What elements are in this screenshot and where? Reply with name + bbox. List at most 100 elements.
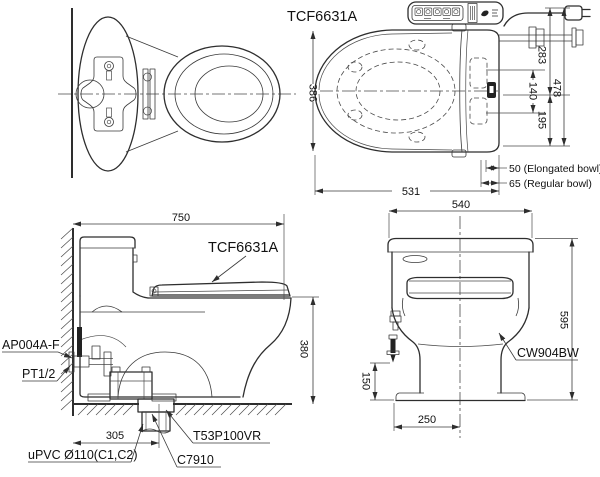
bumper-3 (347, 61, 363, 73)
bowl-model-label: CW904BW (517, 346, 579, 360)
flange-plate-left (87, 393, 111, 402)
bracket-bolt-bottom (104, 107, 114, 127)
dim-540-group: 540 (388, 199, 533, 238)
flange-plate-right (151, 393, 177, 402)
floor-hatching (77, 403, 287, 416)
tank-to-bowl-lines (125, 35, 179, 153)
bracket-center-hole (75, 79, 105, 109)
dim-531-group: 531 (314, 155, 500, 198)
control-panel (407, 1, 504, 25)
tank-fixing-bracket (80, 56, 137, 132)
bumper-1 (408, 39, 426, 51)
bolt-shaft (390, 339, 396, 353)
hidden-nozzle-unit (469, 57, 488, 89)
dim-250-group: 250 (393, 403, 460, 431)
power-cord (503, 5, 591, 27)
drain-socket-label: T53P100VR (193, 429, 261, 443)
lid-edge-top (318, 32, 453, 91)
seat-side-right (515, 297, 520, 317)
seat-ring-plan (174, 53, 274, 135)
water-supply-hose (499, 26, 584, 49)
foot-right (497, 392, 526, 400)
wall-hatching (60, 227, 74, 411)
seat-lid-front (406, 276, 514, 300)
text-lines-icon (492, 9, 498, 17)
supply-valve-assembly (68, 327, 113, 377)
dim-hole-pitch: 140 (527, 82, 539, 100)
dim-height-595: 595 (558, 311, 570, 329)
dim-rim-height-380: 380 (298, 340, 310, 358)
washlet-model-title: TCF6631A (287, 9, 357, 25)
seat-hinge-plan (142, 68, 156, 120)
seat-hinge-side (149, 286, 159, 297)
dim-depth-750: 750 (172, 212, 190, 224)
shutoff-valve (528, 26, 537, 49)
front-view: 540 (360, 199, 579, 438)
side-installation-view: 750 380 305 TCF6631A AP004A-F PT1/2 uPVC… (2, 212, 319, 468)
tank-lid-plan (77, 16, 139, 172)
bolt-washer (386, 350, 400, 355)
note-elongated-bowl: 50 (Elongated bowl) (509, 163, 600, 175)
supply-connector (571, 27, 577, 48)
dim-150-group: 150 (360, 362, 394, 401)
panel-display-icon (467, 3, 478, 23)
inlet-fitting-front (389, 310, 402, 331)
supply-thread-label: PT1/2 (22, 367, 55, 381)
dim-bolt-height-150: 150 (360, 372, 372, 390)
dim-seat-length: 531 (402, 186, 420, 198)
dim-140-group: 140 (486, 69, 545, 114)
tank-lever (132, 254, 138, 263)
lid-edge-bottom (318, 93, 453, 151)
hidden-seat-ring-outer (336, 48, 456, 134)
bumper-4 (347, 109, 363, 121)
tank-lid-front (387, 237, 534, 253)
dim-seat-width: 386 (307, 84, 319, 102)
dim-595-group: 595 (527, 238, 578, 401)
bolt-head (388, 334, 398, 340)
bolt-tip (390, 355, 396, 363)
hidden-heater-unit (469, 97, 488, 125)
dim-750-group: 750 (73, 212, 285, 300)
dim-386-group: 386 (307, 31, 319, 151)
bowl-model-group: CW904BW (498, 332, 579, 361)
panel-buttons (414, 7, 461, 19)
dim-305-group: 305 (73, 404, 160, 448)
pipe-break-line (141, 428, 171, 434)
side-view-labels: TCF6631A AP004A-F PT1/2 uPVC Ø110(C1,C2)… (2, 240, 278, 468)
spray-icon (481, 10, 489, 17)
mounting-plate-slot (489, 86, 494, 93)
dim-outlet-center-250: 250 (418, 414, 436, 426)
bowl-opening-plan (194, 65, 264, 123)
dim-380-group: 380 (292, 296, 319, 404)
supply-riser-pipe (77, 327, 82, 357)
drain-assembly (87, 366, 177, 434)
note-regular-bowl: 65 (Regular bowl) (509, 178, 592, 190)
drain-pipe-label: uPVC Ø110(C1,C2) (28, 448, 138, 462)
seat-side-left (401, 297, 406, 317)
flange-label: C7910 (177, 453, 214, 467)
stop-valve-body (73, 355, 90, 368)
toilet-plan-view (58, 8, 296, 178)
drain-pipe (141, 411, 171, 432)
foot-left (395, 392, 424, 400)
toilet-side-profile (79, 236, 292, 398)
stop-valve-label: AP004A-F (2, 338, 60, 352)
hidden-seat-ring-inner (355, 61, 441, 121)
trapway-curve (117, 351, 213, 398)
hinge-tab-bottom (451, 149, 467, 158)
dim-holes-to-front: 195 (536, 111, 548, 129)
trap-hump (91, 305, 123, 313)
bowl-front-profile (242, 297, 292, 398)
floor-fixing-bolt (386, 334, 400, 363)
dim-drain-offset-305: 305 (106, 430, 124, 442)
washlet-plan-view: TCF6631A (287, 1, 600, 198)
washlet-outline (314, 29, 500, 153)
dim-283-195-group: 283 195 (503, 7, 570, 147)
dim-478-group: 478 (551, 8, 567, 146)
bracket-bolt-top (104, 61, 114, 81)
bowl-right-front (500, 307, 530, 394)
bowl-left-front (391, 307, 421, 394)
lid-body-seam-2 (465, 29, 469, 153)
dim-width-540: 540 (452, 199, 470, 211)
